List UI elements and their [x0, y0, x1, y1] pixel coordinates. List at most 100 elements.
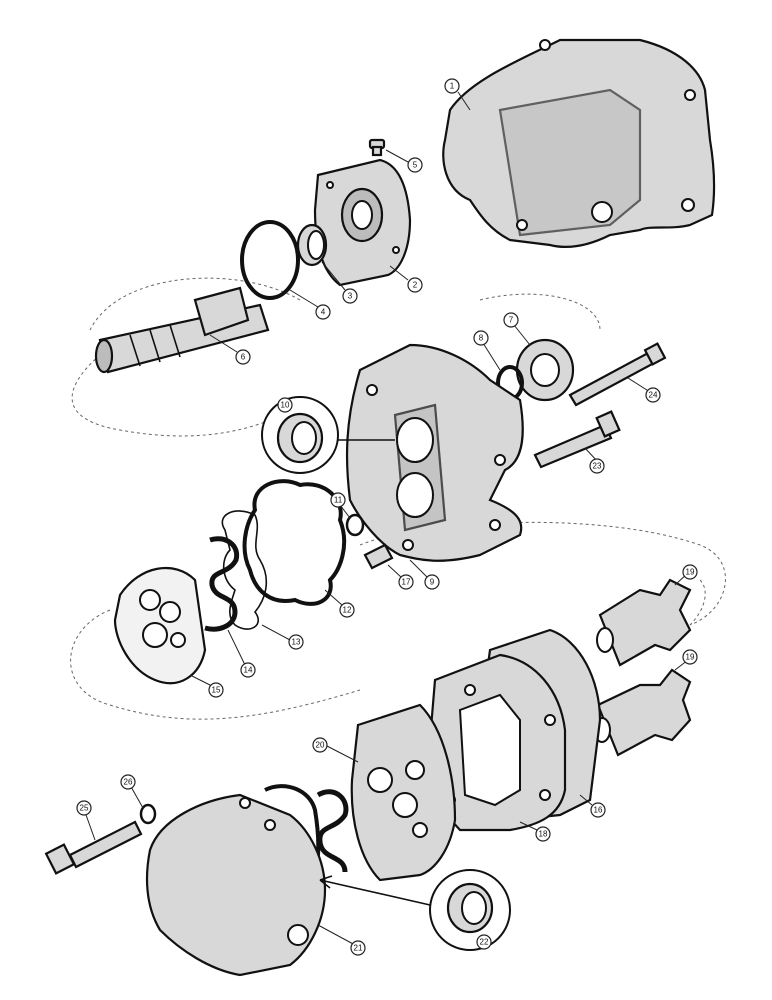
wear-plate-20: [350, 703, 457, 882]
svg-text:1: 1: [450, 82, 455, 91]
screw-5: [368, 138, 386, 157]
callout-22: 22: [476, 934, 492, 950]
bushing-3: [296, 223, 328, 267]
gasket-13: [221, 510, 268, 630]
leader-13: [261, 624, 291, 641]
leader-3: [321, 261, 346, 291]
leader-5: [385, 149, 409, 163]
svg-text:15: 15: [212, 686, 221, 695]
svg-text:18: 18: [539, 830, 548, 839]
svg-text:7: 7: [509, 316, 514, 325]
mounting-flange: [313, 158, 412, 287]
wear-plate-15: [113, 566, 207, 685]
svg-text:25: 25: [80, 804, 89, 813]
leader-25: [84, 811, 96, 841]
svg-text:5: 5: [413, 161, 418, 170]
svg-text:8: 8: [479, 334, 484, 343]
svg-text:6: 6: [241, 353, 246, 362]
svg-text:24: 24: [649, 391, 658, 400]
callout-16: 16: [590, 802, 606, 818]
callout-19b: 19: [682, 649, 698, 665]
o-ring-11: [345, 513, 365, 537]
callout-20: 20: [312, 737, 328, 753]
bolt-23: [533, 410, 621, 469]
callout-7: 7: [503, 312, 519, 328]
callout-24: 24: [645, 387, 661, 403]
washer-26: [139, 803, 157, 825]
callout-17: 17: [398, 574, 414, 590]
callout-26: 26: [120, 774, 136, 790]
bushing-detail-10: [261, 396, 395, 474]
leader-7: [513, 324, 531, 346]
callout-3: 3: [342, 288, 358, 304]
leader-15: [189, 674, 213, 687]
bolt-24: [568, 342, 667, 407]
callout-10: 10: [277, 397, 293, 413]
svg-text:19: 19: [686, 653, 695, 662]
callout-9: 9: [424, 574, 440, 590]
svg-text:22: 22: [480, 938, 489, 947]
callout-11: 11: [330, 492, 346, 508]
svg-text:20: 20: [316, 741, 325, 750]
svg-text:11: 11: [334, 496, 343, 505]
callout-2: 2: [407, 277, 423, 293]
callout-25: 25: [76, 800, 92, 816]
svg-text:13: 13: [292, 638, 301, 647]
leader-20: [324, 744, 359, 763]
pump-housing: [442, 38, 716, 249]
callout-19a: 19: [682, 564, 698, 580]
seal-ring-12: [242, 479, 347, 606]
bushing-detail-22: [319, 869, 511, 951]
dowel-pin-17: [363, 543, 394, 570]
callout-13: 13: [288, 634, 304, 650]
callout-4: 4: [315, 304, 331, 320]
callout-1: 1: [444, 78, 460, 94]
dashed-outline-upper: [71, 277, 601, 437]
seal-lower-inner: [316, 789, 349, 873]
svg-text:17: 17: [402, 578, 411, 587]
leader-4: [289, 289, 319, 308]
end-cover-21: [145, 793, 327, 977]
svg-text:3: 3: [348, 292, 353, 301]
bolt-25: [44, 820, 143, 875]
callout-6: 6: [235, 349, 251, 365]
callout-23: 23: [589, 458, 605, 474]
callout-21: 21: [350, 940, 366, 956]
svg-text:12: 12: [343, 606, 352, 615]
gear-housing-18: [428, 653, 567, 832]
pump-body: [345, 343, 524, 562]
seal-14: [204, 536, 240, 632]
callout-15: 15: [208, 682, 224, 698]
svg-text:9: 9: [430, 578, 435, 587]
svg-text:23: 23: [593, 462, 602, 471]
svg-text:4: 4: [321, 308, 326, 317]
leader-14: [227, 629, 246, 666]
svg-text:14: 14: [244, 666, 253, 675]
svg-text:10: 10: [281, 401, 290, 410]
callout-8: 8: [473, 330, 489, 346]
leader-8: [482, 342, 501, 371]
svg-text:26: 26: [124, 778, 133, 787]
callout-14: 14: [240, 662, 256, 678]
callout-12: 12: [339, 602, 355, 618]
drive-shaft: [94, 286, 270, 374]
leader-21: [317, 924, 356, 946]
leader-11: [339, 504, 351, 519]
leader-2: [389, 265, 409, 281]
gear-19-lower: [593, 668, 692, 757]
leader-16: [579, 794, 593, 806]
callout-5: 5: [407, 157, 423, 173]
leader-9: [409, 559, 429, 579]
leader-24: [627, 377, 651, 393]
leader-17: [387, 564, 403, 579]
o-ring-4: [240, 220, 300, 300]
leader-18: [519, 821, 538, 831]
leader-26: [129, 784, 144, 809]
bearing-7: [515, 338, 575, 402]
callout-18: 18: [535, 826, 551, 842]
svg-text:21: 21: [354, 944, 363, 953]
svg-text:16: 16: [594, 806, 603, 815]
leader-12: [324, 589, 343, 606]
leader-1: [457, 91, 471, 111]
